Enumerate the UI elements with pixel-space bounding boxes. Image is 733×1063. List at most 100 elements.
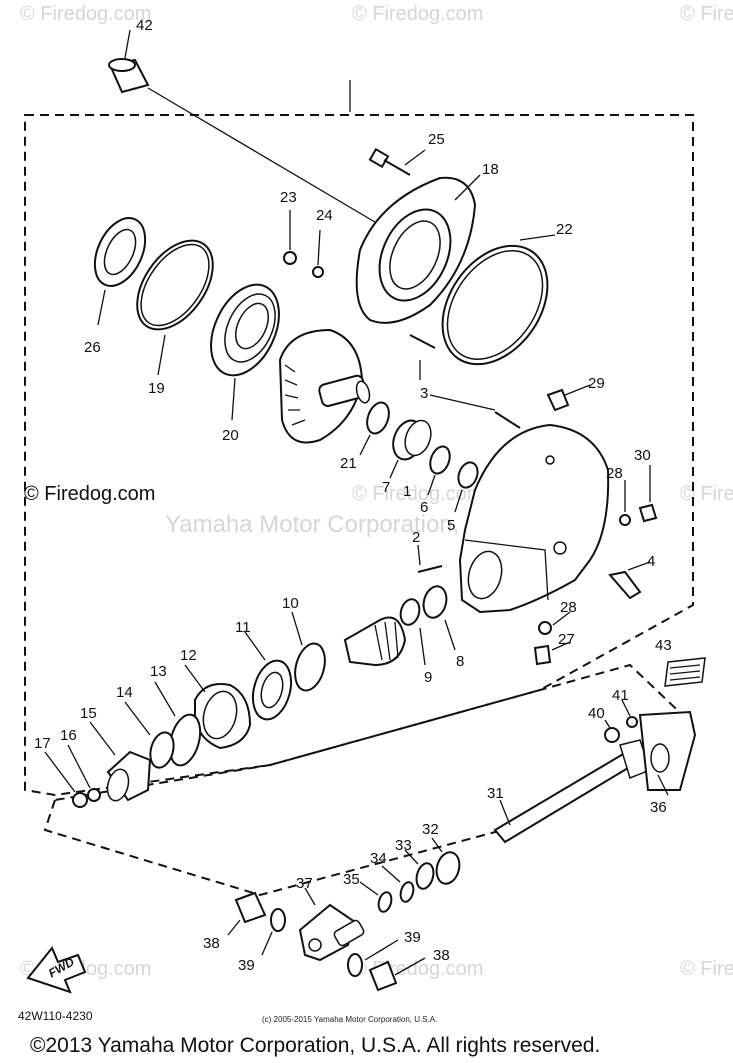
drive-shaft-31 [493,739,651,844]
forward-arrow-icon: FWD [26,946,87,994]
part-label-27: 27 [558,631,575,648]
watermark-bottom-right: © Firedog.com [680,958,733,980]
bearing-housing-12 [184,664,252,750]
part-label-5: 5 [447,517,455,534]
part-label-18: 18 [482,161,499,178]
coupling-15 [89,721,152,802]
part-label-10: 10 [282,595,299,612]
washer-28-lower [538,611,571,635]
part-label-12: 12 [180,647,197,664]
stud-2 [417,544,443,573]
flange-36 [638,710,697,796]
bearing-8 [422,585,456,651]
part-label-30: 30 [634,447,651,464]
part-label-13: 13 [150,663,167,680]
washer-33 [404,849,435,890]
washer-41 [621,699,638,728]
bearing-9 [399,598,426,666]
circlip-35 [359,881,393,913]
watermark-top-center: © Firedog.com [352,3,483,25]
housing-cover-18 [355,174,481,324]
o-ring-10 [291,611,326,692]
part-label-38: 38 [433,947,450,964]
collar-6 [427,445,451,496]
bearing-7 [389,419,432,479]
part-label-28: 28 [560,599,577,616]
part-label-37: 37 [296,875,313,892]
part-label-2: 2 [412,529,420,546]
nut-17 [44,751,88,808]
part-label-8: 8 [456,653,464,670]
circlip-39-right [347,939,399,977]
part-label-11: 11 [235,619,251,636]
diagram-code: 42W110-4230 [18,1009,93,1023]
nut-23 [283,210,297,265]
cap-29 [546,384,591,412]
washer-16 [67,744,101,802]
washer-28-upper [619,480,631,526]
part-label-14: 14 [116,684,133,701]
part-label-35: 35 [343,871,360,888]
part-label-17: 17 [34,735,51,752]
final-gear-case [458,423,610,614]
firedog-brand-text: © Firedog.com [24,483,155,505]
watermark-top-left: © Firedog.com [20,3,151,25]
part-label-29: 29 [588,375,605,392]
circlip-39-left [261,908,286,956]
watermark-top-right: © Firedog.com [680,3,733,25]
part-label-9: 9 [424,669,432,686]
part-label-3: 3 [420,385,428,402]
part-label-42: 42 [136,17,153,34]
collar-5 [454,461,479,513]
ring-gear [278,328,371,444]
o-ring-19 [136,239,214,376]
part-label-20: 20 [222,427,239,444]
part-label-19: 19 [148,380,165,397]
part-label-41: 41 [612,687,629,704]
o-ring-22 [441,234,556,366]
part-label-38: 38 [203,935,220,952]
part-label-4: 4 [647,553,655,570]
seal-14 [124,701,175,769]
bearing-11 [244,631,293,721]
part-label-43: 43 [655,637,672,654]
bearing-38-right [368,957,426,992]
plug-27 [533,641,571,666]
oil-seal-26 [93,217,147,326]
part-label-31: 31 [487,785,504,802]
universal-joint-37 [298,887,365,962]
part-label-28: 28 [606,465,623,482]
part-label-24: 24 [316,207,333,224]
part-label-36: 36 [650,799,667,816]
bolt-4 [608,561,651,600]
part-label-6: 6 [420,499,428,516]
part-label-7: 7 [382,479,390,496]
part-label-1: 1 [403,483,411,500]
bushing-42 [108,29,381,226]
label-43 [664,657,706,687]
footer-copyright: ©2013 Yamaha Motor Corporation, U.S.A. A… [30,1034,600,1057]
part-label-39: 39 [238,957,255,974]
part-label-32: 32 [422,821,439,838]
part-label-15: 15 [80,705,97,722]
bearing-20 [210,283,280,421]
part-label-22: 22 [556,221,573,238]
washer-34 [381,865,415,903]
watermark-mid-right: © Firedog.com [680,483,733,505]
pinion-gear [343,616,407,667]
watermark-mid-center: © Firedog.com [352,483,483,505]
shim-21 [359,401,390,456]
o-ring-13 [154,681,202,767]
part-label-16: 16 [60,727,77,744]
part-label-33: 33 [395,837,412,854]
small-copyright: (c) 2005-2015 Yamaha Motor Corporation, … [262,1015,437,1024]
part-label-26: 26 [84,339,101,356]
washer-24 [312,229,324,278]
part-label-34: 34 [370,850,387,867]
part-label-40: 40 [588,705,605,722]
stud-3 [409,334,521,429]
part-label-23: 23 [280,189,297,206]
part-label-21: 21 [340,455,357,472]
bolt-25 [368,147,426,176]
